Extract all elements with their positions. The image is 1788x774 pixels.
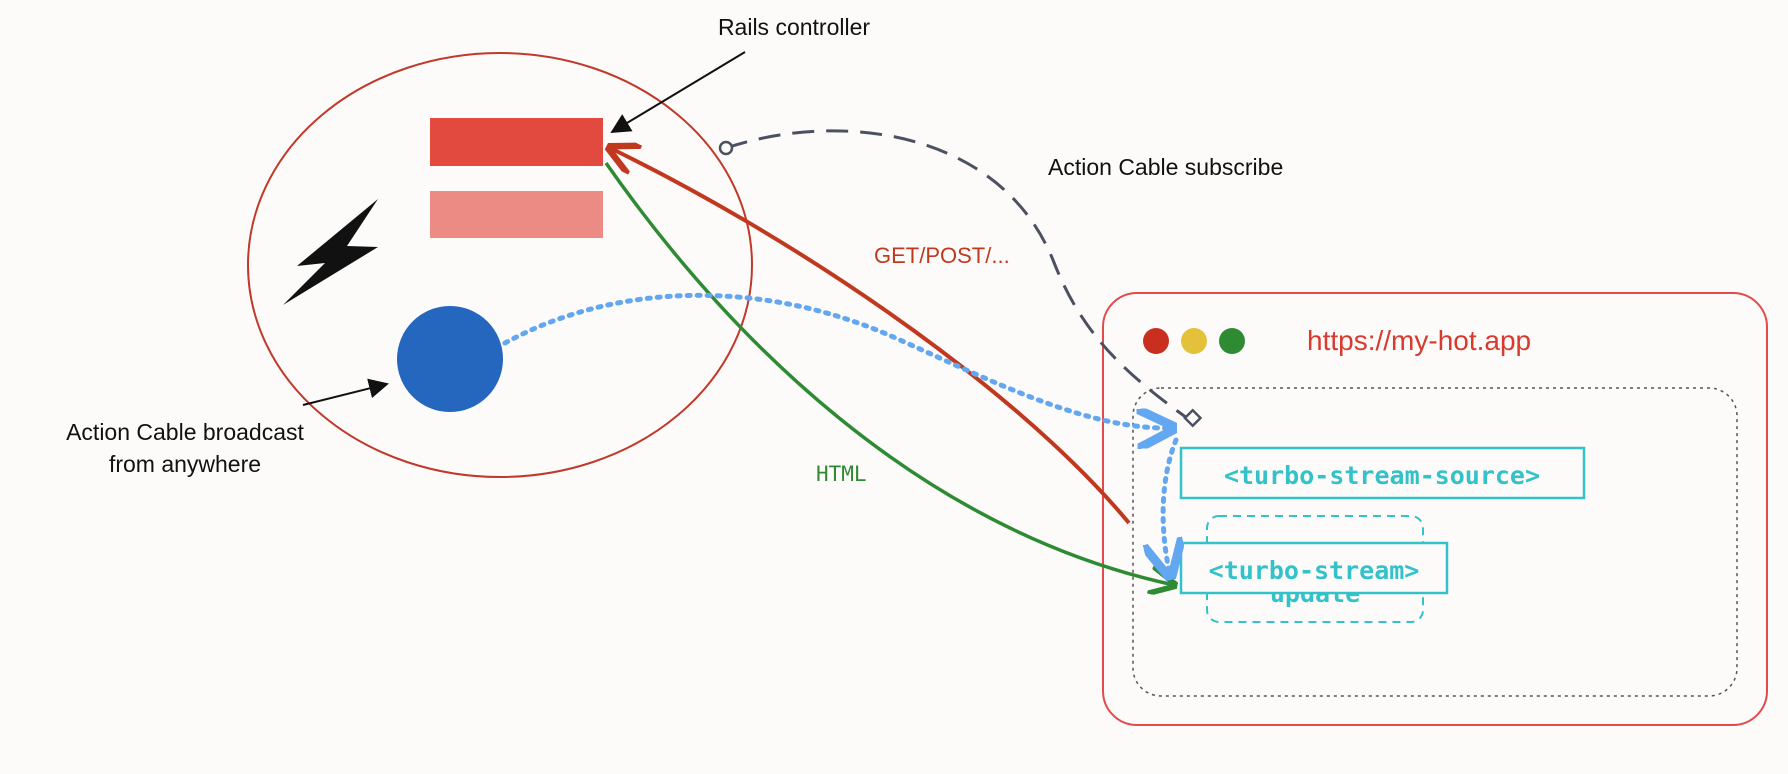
rails-controller-label: Rails controller — [718, 14, 870, 40]
broadcast-label-line1: Action Cable broadcast — [66, 419, 304, 445]
broadcast-pointer-arrow — [302, 378, 389, 406]
request-arrow — [610, 148, 1131, 525]
browser-close-dot — [1143, 328, 1169, 354]
html-response-arrow — [604, 161, 1174, 585]
browser-window — [1102, 292, 1768, 726]
turbo-stream-source-box — [1179, 446, 1586, 500]
source-to-stream-arrow — [1163, 437, 1176, 575]
controller-bar-light — [430, 191, 603, 238]
html-label: HTML — [816, 462, 867, 486]
broadcast-dot — [397, 306, 503, 412]
browser-minimize-dot — [1181, 328, 1207, 354]
rails-server-ellipse — [247, 52, 753, 478]
lightning-bolt-icon — [283, 199, 378, 305]
turbo-stream-label: <turbo-stream> — [1209, 556, 1420, 585]
subscribe-label: Action Cable subscribe — [1048, 154, 1283, 180]
subscribe-arrow — [725, 129, 1188, 420]
subscribe-start-node — [718, 140, 734, 156]
turbo-stream-source-label: <turbo-stream-source> — [1224, 461, 1540, 490]
page-content-area — [1132, 387, 1738, 697]
broadcast-stream-arrow — [502, 292, 1172, 428]
request-label: GET/POST/... — [874, 243, 1010, 268]
rails-controller-arrow — [610, 51, 746, 134]
broadcast-label-line2: from anywhere — [109, 451, 261, 477]
subscribe-end-node — [1183, 408, 1203, 428]
browser-maximize-dot — [1219, 328, 1245, 354]
browser-url: https://my-hot.app — [1307, 325, 1531, 356]
controller-bar — [430, 118, 603, 166]
